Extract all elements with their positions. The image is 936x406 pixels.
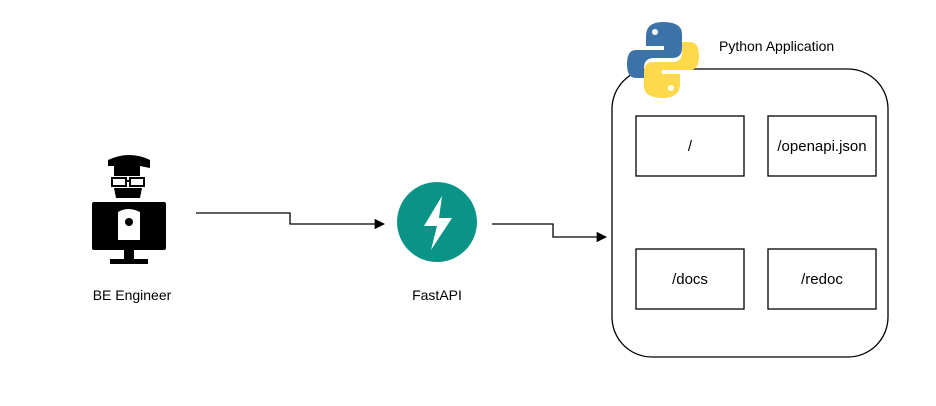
endpoint-label: /redoc [801, 271, 843, 288]
fastapi-bolt-icon [397, 182, 477, 262]
endpoint-label: /docs [672, 271, 708, 288]
endpoint-box-root: / [635, 115, 745, 177]
endpoint-label: / [688, 138, 693, 155]
endpoint-box-docs: /docs [635, 248, 745, 310]
python-logo-icon [627, 22, 699, 98]
engineer-label: BE Engineer [93, 287, 172, 303]
python-application-label: Python Application [719, 38, 834, 54]
engineer-at-computer-icon [92, 155, 166, 264]
endpoint-box-redoc: /redoc [767, 248, 877, 310]
python-application-container [611, 68, 889, 358]
fastapi-label: FastAPI [412, 287, 462, 303]
endpoint-label: /openapi.json [777, 138, 866, 155]
arrow-fastapi-to-app [492, 223, 608, 243]
endpoint-box-openapi-json: /openapi.json [767, 115, 877, 177]
arrow-engineer-to-fastapi [196, 212, 386, 230]
